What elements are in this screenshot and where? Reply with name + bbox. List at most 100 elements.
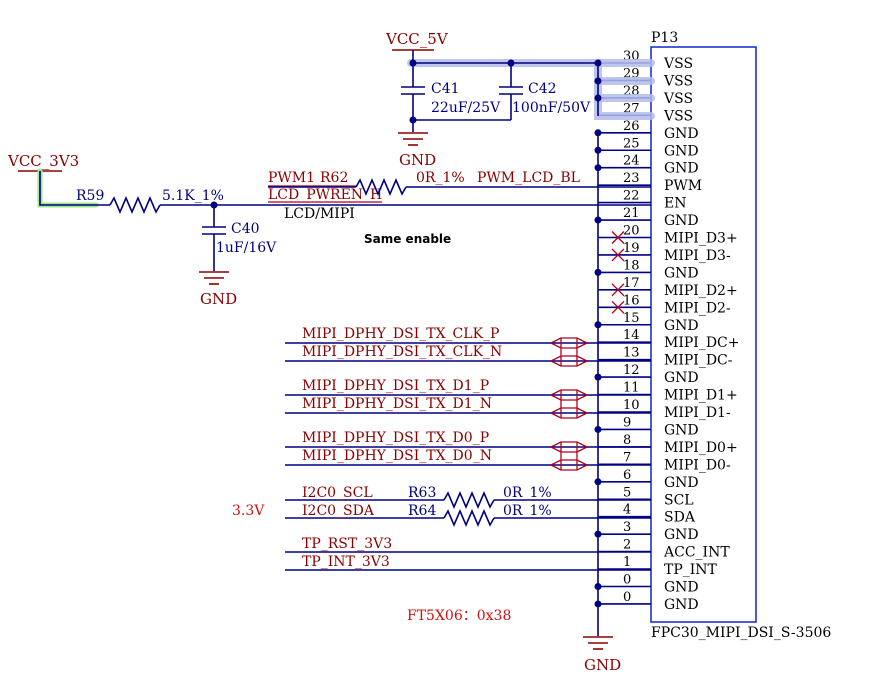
pin-name: ACC_INT — [663, 545, 730, 561]
diff-pair-stroke — [550, 464, 588, 471]
pin-name: EN — [664, 196, 686, 212]
clk-n-net: MIPI_DPHY_DSI_TX_CLK_N — [302, 344, 502, 360]
pin-number: 10 — [623, 398, 640, 413]
pin-number: 16 — [623, 293, 640, 308]
diff-pair-stroke — [550, 459, 588, 466]
pin-name: MIPI_D0- — [664, 457, 731, 473]
gnd1-label: GND — [399, 151, 436, 169]
pwm1-net: PWM1 — [268, 170, 315, 186]
c42-ref: C42 — [528, 81, 557, 97]
pin-number: 0 — [623, 590, 631, 605]
vcc33-label: VCC_3V3 — [7, 152, 79, 170]
pin-number: 0 — [623, 573, 631, 588]
r59-value: 5.1K_1% — [162, 188, 224, 204]
pin-name: SCL — [664, 492, 694, 508]
gnd2-label: GND — [200, 290, 237, 308]
connector-part-number: FPC30_MIPI_DSI_S-3506 — [651, 625, 831, 641]
pin-number: 25 — [623, 136, 640, 151]
connector-p13[interactable]: P13 FPC30_MIPI_DSI_S-3506 — [650, 30, 831, 641]
r59-body — [109, 195, 161, 215]
c40-value: 1uF/16V — [216, 240, 277, 256]
d0-p-net: MIPI_DPHY_DSI_TX_D0_P — [302, 430, 489, 446]
pin-number: 19 — [623, 241, 640, 256]
no-connect-mark — [611, 300, 625, 314]
tp-int-net: TP_INT_3V3 — [302, 554, 390, 570]
lcd-pwren-net: LCD_PWREN_H — [268, 187, 382, 203]
connector-body — [650, 46, 757, 623]
scl-net: I2C0_SCL — [302, 485, 373, 501]
pin-number: 11 — [623, 381, 640, 396]
pwm-lcd-bl-net: PWM_LCD_BL — [477, 170, 580, 186]
i2c-section: 3.3V I2C0_SCL R63 0R_1% I2C0_SDA R64 0R_… — [232, 485, 651, 528]
junction-dot — [594, 164, 602, 172]
c40-ref: C40 — [231, 221, 260, 237]
d0-n-net: MIPI_DPHY_DSI_TX_D0_N — [302, 448, 492, 464]
ft5x06-note: FT5X06：0x38 — [407, 608, 511, 624]
pin-number: 3 — [623, 520, 631, 535]
vcc5-label: VCC_5V — [385, 30, 449, 48]
sda-net: I2C0_SDA — [302, 503, 375, 519]
pin-name: VSS — [663, 73, 693, 89]
pin-number: 12 — [623, 363, 640, 378]
pin-number: 5 — [623, 485, 631, 500]
diff-pair-stroke — [550, 394, 588, 401]
pin-name: MIPI_DC+ — [664, 335, 739, 351]
r62-value: 0R_1% — [416, 170, 465, 186]
r62-body — [355, 177, 407, 197]
pin-name: MIPI_D3+ — [664, 231, 738, 247]
junction-dot — [594, 478, 602, 486]
diff-pair-stroke — [550, 441, 588, 448]
pin-name: VSS — [663, 91, 693, 107]
r59-ref: R59 — [76, 188, 104, 204]
diff-pair-stroke — [550, 355, 588, 362]
vcc33-wire — [39, 171, 110, 206]
diff-pair-icon — [550, 389, 588, 419]
connector-designator: P13 — [651, 30, 678, 46]
pin-name: PWM — [664, 178, 702, 194]
junction-dot — [594, 373, 602, 381]
pin-number: 9 — [623, 415, 631, 430]
junction-dot — [594, 77, 602, 85]
vcc5-section: VCC_5V C41 22uF/25V C42 100nF/50V GND — [385, 30, 655, 169]
pin-number: 17 — [623, 276, 640, 291]
enable-section: VCC_3V3 R59 5.1K_1% C40 1uF/16V GND LCD_… — [7, 152, 651, 308]
gnd-bus-dots — [594, 129, 602, 608]
pin-number: 15 — [623, 311, 640, 326]
pin-name: GND — [664, 370, 699, 386]
diff-pair-stroke — [550, 360, 588, 367]
pin-name: GND — [664, 126, 699, 142]
no-connect-mark — [611, 231, 625, 244]
junction-dot — [594, 583, 602, 590]
pin-name: MIPI_D1+ — [664, 388, 738, 404]
diff-pair-stroke — [550, 337, 588, 344]
r63-ref: R63 — [408, 485, 436, 501]
c41-value: 22uF/25V — [431, 100, 501, 116]
r64-body — [443, 508, 495, 528]
v33-note: 3.3V — [232, 503, 265, 519]
connector-pin: 23 PWM — [598, 171, 702, 194]
pin-number: 8 — [623, 433, 631, 448]
pin-number: 23 — [623, 171, 640, 186]
junction-dot — [594, 268, 602, 276]
diff-pair-stroke — [550, 407, 588, 414]
junction-dot — [409, 116, 417, 124]
pin-name: VSS — [663, 108, 693, 124]
pin-number: 13 — [623, 346, 640, 361]
d1-p-net: MIPI_DPHY_DSI_TX_D1_P — [302, 378, 489, 394]
